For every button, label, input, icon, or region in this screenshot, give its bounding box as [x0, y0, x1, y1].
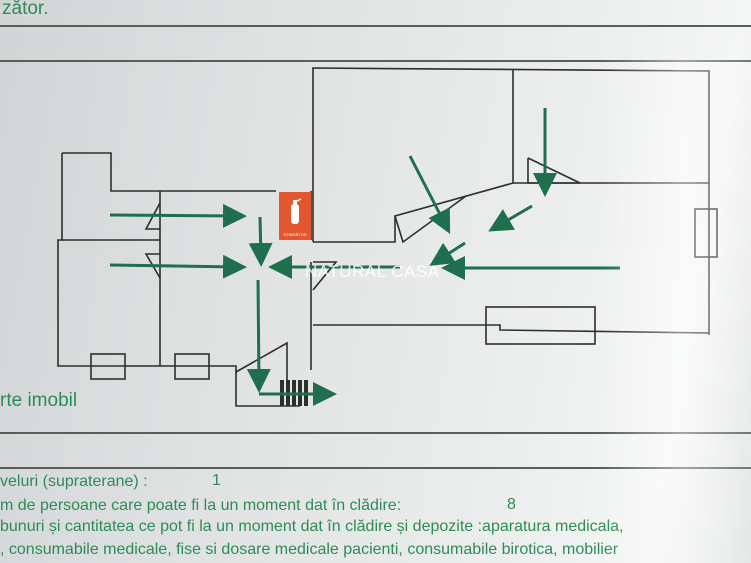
walls [57, 67, 718, 407]
door-right-upper-swing [527, 157, 581, 184]
window-left-1 [90, 353, 126, 380]
goods-line-1: bunuri și cantitatea ce pot fi la un mom… [0, 518, 624, 535]
wall-bottom-left [160, 365, 300, 407]
wall-right-bottom [313, 324, 710, 334]
fire-extinguisher-sign: STINGĂTOR [279, 192, 311, 240]
persons-label: m de persoane care poate fi la un moment… [0, 497, 402, 514]
wall-right-outer [312, 67, 710, 335]
arrow-right-diagonal-small [488, 204, 533, 232]
door-left-upper [144, 202, 161, 230]
window-right-side [694, 208, 718, 258]
arrow-left-upper [109, 203, 247, 228]
wall-left-outer [57, 153, 160, 367]
divider-line [0, 432, 751, 434]
arrow-left-lower [109, 254, 247, 279]
watermark-text: NATURAL CASA [305, 262, 440, 281]
levels-value: 1 [212, 472, 221, 489]
levels-label: veluri (supraterane) : [0, 473, 148, 490]
section-title: rte imobil [0, 390, 78, 411]
divider-line [0, 467, 751, 469]
evacuation-arrows [109, 108, 620, 406]
wall-stair-bottom [235, 341, 288, 406]
persons-value: 8 [507, 496, 516, 513]
window-left-2 [174, 353, 210, 380]
arrow-right-diagonal-lower [429, 241, 466, 266]
door-corridor [312, 261, 338, 291]
arrow-down-exit [246, 279, 271, 393]
window-right-bottom [485, 306, 596, 345]
arrow-down-center [248, 216, 273, 267]
divider-line [0, 25, 751, 27]
arrow-right-diagonal-down [408, 155, 451, 235]
goods-line-2: , consumabile medicale, fise si dosare m… [0, 541, 619, 558]
extinguisher-label: STINGĂTOR [283, 232, 307, 237]
wall-left-top [62, 152, 276, 192]
fire-extinguisher-icon [291, 198, 302, 224]
divider-line [0, 60, 751, 62]
wall-right-diagonal [313, 182, 514, 243]
door-right-upper [527, 158, 580, 184]
door-right-center [394, 195, 467, 244]
header-fragment-text: zător. [2, 0, 49, 19]
door-left-lower [144, 253, 161, 279]
